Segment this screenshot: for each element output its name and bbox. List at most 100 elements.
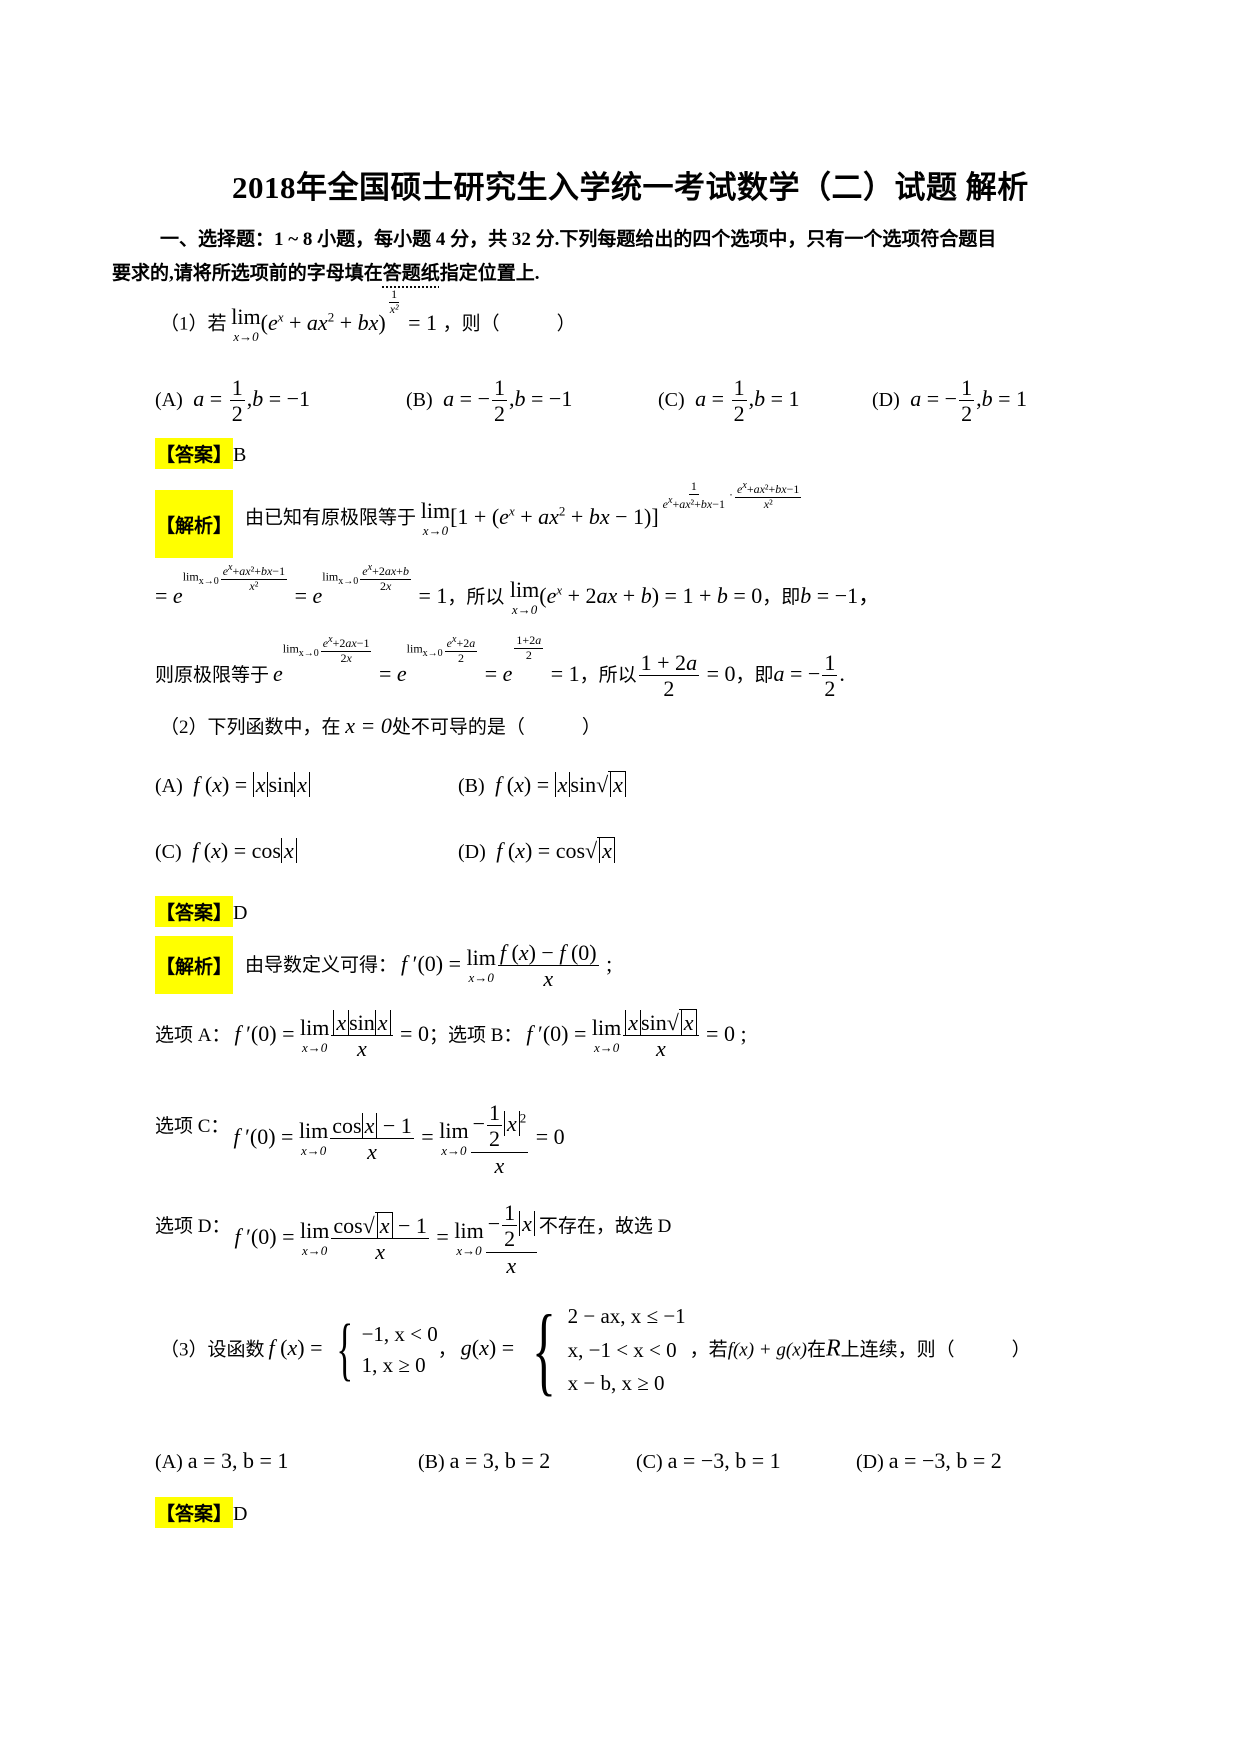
- q3-stem-expr: f(x) + g(x): [727, 1339, 807, 1361]
- q2-stem-expr: x = 0: [345, 713, 392, 738]
- q2-number: （2）: [160, 717, 208, 738]
- answer-label: 【答案】: [155, 1497, 234, 1528]
- q2-stem-post: 处不可导的是（ ）: [391, 717, 601, 738]
- section-heading-post: 指定位置上.: [439, 263, 540, 284]
- page-title: 2018年全国硕士研究生入学统一考试数学（二）试题 解析: [232, 170, 1029, 205]
- option-label: (A): [155, 775, 183, 797]
- option-label: (C): [636, 1451, 663, 1473]
- analysis-option-label: 选项 A：: [155, 1024, 231, 1046]
- q3-answer: 【答案】D: [155, 1497, 247, 1528]
- analysis-text: ，即: [735, 664, 774, 686]
- analysis-label: 【解析】: [155, 490, 234, 558]
- option-label: (C): [658, 388, 685, 411]
- q1-number: （1）: [160, 313, 208, 335]
- option-expr: a = 3, b = 1: [187, 1448, 289, 1473]
- q3-stem-on: 在: [806, 1339, 826, 1361]
- q1-stem-post: ，则（ ）: [442, 313, 576, 335]
- case-line: x, −1 < x < 0: [567, 1337, 677, 1362]
- analysis-label: 【解析】: [155, 936, 234, 994]
- answer-value: D: [233, 902, 248, 924]
- analysis-text: 由已知有原极限等于: [245, 507, 417, 529]
- analysis-option-label: 选项 D：: [155, 1215, 231, 1237]
- option-label: (D): [856, 1451, 884, 1473]
- analysis-option-label: 选项 C：: [155, 1115, 230, 1137]
- analysis-text: 由导数定义可得：: [245, 954, 398, 976]
- option-label: (D): [458, 841, 486, 863]
- analysis-conclusion: 不存在，故选 D: [538, 1215, 672, 1237]
- answer-label: 【答案】: [155, 438, 234, 469]
- q1-analysis-line1: 【解析】: [155, 490, 234, 558]
- option-expr: a = 3, b = 2: [449, 1448, 551, 1473]
- q3-stem-post: 上连续，则（ ）: [840, 1339, 1031, 1361]
- analysis-option-label: 选项 B：: [447, 1024, 523, 1046]
- section-heading-emph: 答题纸: [382, 263, 440, 284]
- section-heading-pre: 要求的,请将所选项前的字母填在: [112, 263, 383, 284]
- option-expr: f (x) = cos√x: [491, 837, 615, 863]
- case-line: 1, x ≥ 0: [361, 1353, 426, 1378]
- option-label: (A): [155, 388, 183, 411]
- q3-option-b: (B) a = 3, b = 2: [418, 1448, 550, 1474]
- answer-value: B: [233, 444, 247, 466]
- q3-option-c: (C) a = −3, b = 1: [636, 1448, 781, 1474]
- q2-stem: （2）下列函数中，在 x = 0处不可导的是（ ）: [160, 712, 601, 739]
- q1-stem-pre: 若: [207, 313, 227, 335]
- q3-number: （3）: [160, 1339, 208, 1361]
- q2-option-d: (D) f (x) = cos√x: [458, 837, 615, 864]
- analysis-text: ，所以: [579, 664, 637, 686]
- analysis-text: ，所以: [447, 587, 505, 608]
- section-heading-line2: 要求的,请将所选项前的字母填在答题纸指定位置上.: [112, 258, 540, 285]
- option-expr: a = −3, b = 1: [667, 1448, 781, 1473]
- option-label: (C): [155, 841, 182, 863]
- q3-option-d: (D) a = −3, b = 2: [856, 1448, 1002, 1474]
- case-line: x − b, x ≥ 0: [567, 1371, 665, 1396]
- q2-analysis: 【解析】: [155, 936, 234, 994]
- q3-stem-mid: ，若: [689, 1339, 728, 1361]
- option-label: (B): [418, 1451, 445, 1473]
- analysis-text: 则原极限等于: [155, 664, 270, 686]
- case-line: 2 − ax, x ≤ −1: [567, 1304, 686, 1328]
- case-line: −1, x < 0: [361, 1321, 438, 1346]
- q2-answer: 【答案】D: [155, 896, 247, 927]
- answer-value: D: [233, 1503, 248, 1525]
- q2-stem-pre: 下列函数中，在: [207, 717, 341, 738]
- answer-label: 【答案】: [155, 896, 234, 927]
- q1-answer: 【答案】B: [155, 438, 246, 469]
- analysis-text: ，即: [762, 587, 801, 608]
- option-label: (D): [872, 388, 900, 411]
- option-label: (B): [458, 775, 485, 797]
- option-expr: a = −3, b = 2: [888, 1448, 1002, 1473]
